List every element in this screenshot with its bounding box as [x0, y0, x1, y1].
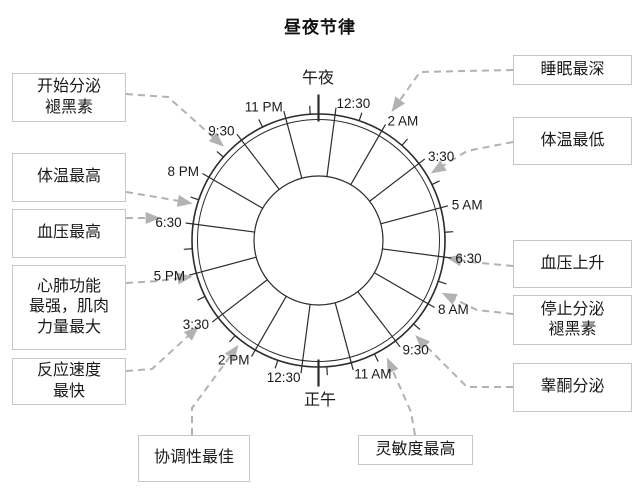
time-label: 5 AM: [452, 197, 483, 212]
time-label: 9:30: [208, 124, 234, 139]
annotation-box-cardio-muscle-peak: 心肺功能 最强，肌肉 力量最大: [12, 265, 126, 350]
minor-tick: [258, 119, 264, 128]
hub-circle: [253, 175, 384, 306]
time-label: 12:30: [337, 96, 371, 111]
time-label: 5 PM: [154, 269, 186, 284]
clock-spoke: [300, 304, 311, 374]
connector-cardio-muscle-peak: [125, 272, 193, 285]
clock-spoke: [185, 222, 255, 233]
minor-tick: [326, 366, 328, 376]
minor-tick: [309, 105, 311, 115]
minor-tick: [373, 353, 379, 362]
connector-blood-pressure-rising: [446, 254, 514, 267]
minor-tick: [438, 280, 447, 285]
minor-tick: [444, 231, 454, 233]
annotation-box-melatonin-stop: 停止分泌 褪黑素: [513, 295, 632, 345]
clock-spoke: [369, 158, 426, 202]
minor-tick: [274, 360, 279, 369]
time-label: 9:30: [403, 342, 429, 357]
connector-body-temp-lowest: [430, 141, 514, 174]
annotation-box-coordination-best: 协调性最佳: [138, 435, 250, 482]
time-label: 2 PM: [218, 353, 250, 368]
minor-tick: [401, 138, 408, 146]
connector-sleep-deepest: [391, 69, 514, 113]
clock-spoke: [382, 248, 452, 259]
clock-spoke: [350, 124, 387, 185]
annotation-box-melatonin-start: 开始分泌 褪黑素: [12, 73, 126, 122]
connector-melatonin-stop: [441, 292, 514, 315]
minor-tick: [197, 295, 206, 301]
annotation-box-body-temp-lowest: 体温最低: [513, 117, 632, 165]
clock-spoke: [202, 172, 263, 209]
minor-tick: [216, 151, 224, 158]
time-label: 3:30: [183, 317, 209, 332]
clock-spoke: [380, 205, 449, 225]
minor-tick: [358, 112, 363, 121]
clock-ticks: [183, 94, 454, 387]
midnight-label: 午夜: [302, 69, 334, 87]
clock-spoke: [374, 272, 435, 309]
annotation-box-reaction-fastest: 反应速度 最快: [12, 358, 126, 405]
clock-spoke: [334, 302, 354, 371]
connector-melatonin-start: [125, 93, 224, 147]
time-label: 6:30: [155, 215, 181, 230]
connector-reaction-fastest: [125, 326, 199, 372]
minor-tick: [190, 196, 199, 201]
minor-tick: [229, 335, 236, 343]
annotation-box-body-temp-highest: 体温最高: [12, 153, 126, 202]
time-label: 2 AM: [388, 113, 419, 128]
time-label: 8 PM: [167, 164, 199, 179]
time-label: 11 PM: [245, 100, 283, 115]
page-title: 昼夜节律: [284, 18, 356, 37]
clock-spoke: [357, 291, 401, 348]
annotation-box-blood-pressure-rising: 血压上升: [513, 240, 632, 288]
annotation-box-testosterone-secretion: 睾酮分泌: [513, 363, 632, 412]
connector-coordination-best: [191, 344, 239, 435]
clock-spoke: [188, 256, 257, 276]
minor-tick: [413, 323, 421, 330]
connector-lines: [125, 69, 514, 436]
time-label: 12:30: [267, 370, 301, 385]
time-label: 8 AM: [438, 302, 469, 317]
annotation-box-alertness-highest: 灵敏度最高: [358, 435, 473, 465]
clock-spokes: [185, 107, 452, 374]
minor-tick: [431, 180, 440, 186]
annotation-box-sleep-deepest: 睡眠最深: [513, 55, 632, 85]
time-label: 6:30: [455, 251, 481, 266]
clock-spoke: [326, 107, 337, 177]
time-label: 3:30: [428, 149, 454, 164]
connector-testosterone-secretion: [415, 335, 513, 388]
minor-tick: [183, 248, 193, 250]
connector-body-temp-highest: [125, 191, 193, 207]
clock-time-labels: 12:30 2 AM 3:30 5 AM 6:30 8 AM 9:30 11 AM 12:30 2…: [154, 96, 483, 385]
time-label: 11 AM: [354, 366, 391, 381]
noon-label: 正午: [304, 391, 336, 409]
connector-alertness-highest: [386, 357, 416, 436]
annotation-box-blood-pressure-highest: 血压最高: [12, 209, 126, 258]
clock-spoke: [283, 110, 303, 179]
clock-spoke: [236, 133, 280, 190]
clock-spoke: [250, 296, 287, 357]
clock-spoke: [211, 279, 268, 323]
